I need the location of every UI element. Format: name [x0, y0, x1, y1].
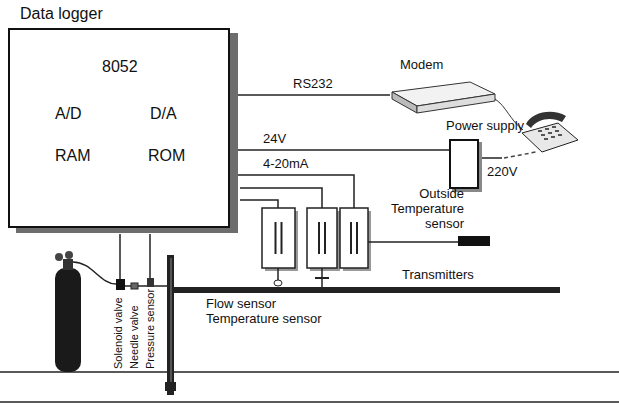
valve-label: Needle valve	[128, 304, 141, 370]
data-logger-box: Data logger8052A/DD/ARAMROM	[8, 28, 230, 228]
connector-wire	[368, 241, 458, 243]
sensor-label: Pressure sensor	[144, 288, 157, 370]
voltage-label: 220V	[487, 165, 517, 180]
transmitter-mark	[324, 222, 326, 254]
needle-valve	[131, 283, 138, 289]
vertical-pipe	[167, 255, 174, 395]
telephone-key	[548, 132, 552, 134]
power-supply-box: Power supply220V	[449, 139, 479, 189]
telephone-key	[555, 130, 559, 132]
device-label: Transmitters	[402, 268, 474, 283]
wire	[119, 234, 121, 279]
chip-label: 8052	[102, 58, 138, 76]
sensor-label: Temperature sensor	[205, 312, 323, 327]
modem-side	[392, 92, 417, 113]
transmitter-box	[340, 208, 368, 268]
valve-label: Solenoid valve	[112, 296, 125, 370]
flow-sensor	[274, 280, 282, 286]
modem-front	[417, 94, 495, 113]
wire	[149, 234, 151, 278]
transmitter-mark	[275, 222, 277, 254]
connector-wire	[238, 94, 390, 96]
telephone-key	[541, 134, 545, 136]
device-label: Modem	[400, 58, 443, 73]
wire	[240, 200, 278, 208]
transmitter-mark	[356, 222, 358, 254]
transmitter-group: Transmitters	[260, 208, 368, 268]
pipe-highlight	[171, 258, 172, 390]
sensor-lead	[277, 268, 279, 281]
telephone-key	[545, 128, 549, 130]
gas-cylinder	[55, 268, 81, 372]
signal-label: 4-20mA	[262, 157, 310, 172]
sensor-label: Outside Temperature sensor	[390, 187, 464, 232]
ground-line	[0, 401, 619, 403]
block-label: D/A	[150, 105, 177, 123]
transmitter-marks	[275, 222, 359, 254]
block-label: RAM	[55, 147, 91, 165]
gas-hose	[73, 262, 116, 284]
connector-wire	[238, 149, 449, 151]
pipe-end	[165, 382, 176, 391]
sensor-label: Flow sensor	[205, 297, 277, 312]
device-label: Power supply	[446, 119, 524, 134]
telephone-key	[544, 138, 548, 140]
signal-label: RS232	[292, 77, 334, 92]
telephone-key	[558, 134, 562, 136]
ground-line	[0, 371, 619, 373]
transmitter-box	[262, 208, 295, 268]
modem-node: Modem	[390, 58, 495, 114]
block-label: A/D	[55, 105, 82, 123]
telephone-key	[538, 130, 542, 132]
wire	[240, 188, 322, 208]
telephone-keypad	[538, 126, 562, 140]
mains-cord	[504, 152, 536, 158]
mains-cord	[481, 157, 502, 159]
transmitter-box	[307, 208, 337, 268]
outside-temperature-sensor: Outside Temperature sensor	[458, 236, 490, 246]
connector-wire	[238, 175, 354, 208]
block-label: ROM	[148, 147, 185, 165]
signal-label: 24V	[262, 132, 287, 147]
telephone-key	[552, 126, 556, 128]
box-title: Data logger	[20, 5, 103, 23]
cylinder-valve	[65, 251, 73, 259]
pipe	[174, 287, 560, 293]
solenoid-valve	[116, 279, 125, 290]
temperature-sensor	[315, 277, 329, 279]
telephone-handset	[526, 112, 566, 128]
pressure-sensor	[147, 278, 154, 287]
transmitter-mark	[281, 222, 283, 254]
transmitter-mark	[318, 222, 320, 254]
cylinder-neck	[63, 259, 73, 270]
telephone-key	[551, 136, 555, 138]
transmitter-mark	[350, 222, 352, 254]
cylinder-valve	[55, 253, 63, 261]
